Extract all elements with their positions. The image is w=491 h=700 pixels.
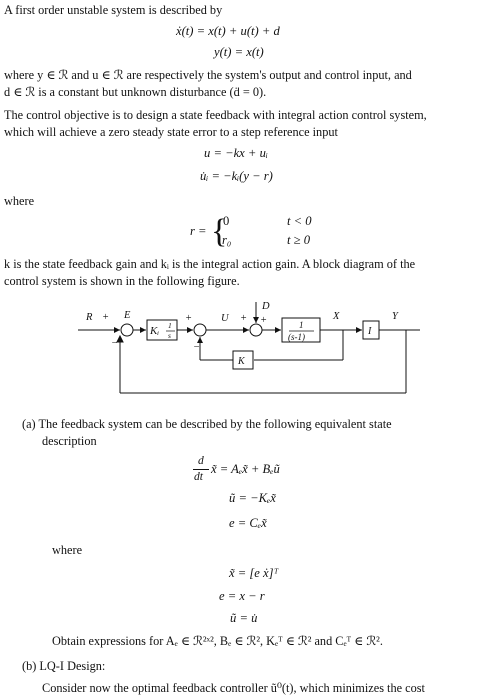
plant-denominator: (s-1) bbox=[288, 332, 305, 342]
ki-block-denominator: s bbox=[168, 331, 171, 340]
sum-sign: + bbox=[185, 313, 192, 324]
sum-sign: − bbox=[193, 342, 200, 353]
block-diagram: R + E − Kᵢ 1 s + − U D + + 1 (s-1) X I Y… bbox=[78, 301, 420, 394]
ki-block-label: Kᵢ bbox=[149, 325, 159, 337]
part-a-heading: description bbox=[42, 434, 97, 448]
signal-label-D: D bbox=[261, 301, 270, 312]
where-line: where y ∈ ℛ and u ∈ ℛ are respectively t… bbox=[4, 68, 412, 82]
gains-line: k is the state feedback gain and kᵢ is t… bbox=[4, 257, 416, 271]
derivative-numerator: d bbox=[198, 455, 204, 467]
part-a-question: Obtain expressions for Aₑ ∈ ℛ²ˣ², Bₑ ∈ ℛ… bbox=[52, 634, 383, 648]
error-definition: e = x − r bbox=[219, 589, 265, 603]
derivative-fraction-bar bbox=[193, 469, 209, 470]
feedback-gain-block-label: K bbox=[237, 356, 246, 367]
reference-case-value: r₀ bbox=[222, 233, 232, 247]
signal-label-R: R bbox=[85, 312, 93, 323]
reference-case-value: 0 bbox=[223, 214, 230, 228]
sum-sign: + bbox=[260, 315, 267, 326]
sum-sign: + bbox=[102, 312, 109, 323]
plant-numerator: 1 bbox=[299, 320, 304, 330]
signal-label-E: E bbox=[123, 310, 131, 321]
output-equation: y(t) = x(t) bbox=[214, 45, 264, 59]
input-definition: ũ = u̇ bbox=[230, 611, 258, 625]
intro-line: A first order unstable system is describ… bbox=[4, 3, 223, 17]
objective-line: The control objective is to design a sta… bbox=[4, 108, 427, 122]
signal-label-U: U bbox=[221, 313, 230, 324]
where-label: where bbox=[4, 194, 35, 208]
output-error-equation: e = Cₑx̃ bbox=[229, 516, 267, 530]
output-block-label: I bbox=[367, 326, 372, 337]
state-equation: ẋ(t) = x(t) + u(t) + d bbox=[176, 24, 280, 38]
part-a-heading: (a) The feedback system can be described… bbox=[22, 417, 392, 431]
signal-label-X: X bbox=[332, 311, 340, 322]
ki-block-numerator: 1 bbox=[168, 321, 172, 330]
control-law-equation: u = −kx + uᵢ bbox=[204, 146, 268, 160]
disturbance-line: d ∈ ℛ is a constant but unknown disturba… bbox=[4, 85, 267, 99]
derivative-denominator: dt bbox=[194, 471, 203, 483]
part-b-text: Consider now the optimal feedback contro… bbox=[42, 681, 425, 695]
gains-line: control system is shown in the following… bbox=[4, 274, 240, 288]
signal-label-Y: Y bbox=[392, 311, 399, 322]
augmented-state-definition: x̃ = [e ẋ]ᵀ bbox=[229, 566, 279, 580]
state-space-equation: x̃ = Aₑx̃ + Bₑũ bbox=[211, 462, 280, 476]
reference-case-condition: t < 0 bbox=[287, 214, 312, 228]
piecewise-brace: { bbox=[211, 213, 228, 250]
part-b-heading: (b) LQ-I Design: bbox=[22, 659, 106, 673]
reference-case-condition: t ≥ 0 bbox=[287, 233, 311, 247]
sum-sign: − bbox=[111, 338, 118, 349]
sum-sign: + bbox=[240, 313, 247, 324]
feedback-equation: ũ = −Kₑx̃ bbox=[229, 491, 276, 505]
reference-lhs: r = bbox=[190, 224, 207, 238]
integral-action-equation: u̇ᵢ = −kᵢ(y − r) bbox=[200, 169, 273, 183]
where-label: where bbox=[52, 543, 83, 557]
objective-line: which will achieve a zero steady state e… bbox=[4, 125, 338, 139]
